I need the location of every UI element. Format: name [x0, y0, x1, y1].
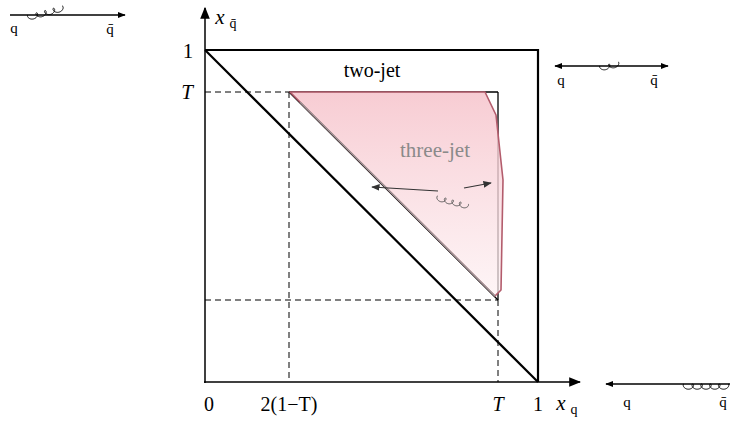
particle-label: q̄	[719, 395, 727, 410]
particle-label: q	[557, 73, 565, 88]
axis-tick: T	[492, 394, 503, 414]
particle-label: q	[10, 21, 18, 36]
region-label: three-jet	[400, 140, 470, 161]
axis-tick: 0	[204, 394, 214, 414]
axis-subscript: q̄	[230, 17, 237, 31]
particle-label: q	[623, 395, 631, 410]
region-shape	[288, 88, 506, 302]
axis-tick: 1	[533, 394, 543, 414]
axis-tick: 2(1−T)	[261, 394, 318, 414]
particle-label: q̄	[650, 73, 658, 88]
three-jet-region: three-jet	[288, 88, 506, 302]
axis-subscript: q	[571, 403, 578, 417]
axis-tick: 1	[183, 41, 194, 62]
particle-label: q̄	[106, 22, 114, 37]
region-label: two-jet	[344, 60, 401, 80]
axis-tick: T	[181, 82, 193, 103]
axis-title: x	[215, 7, 224, 28]
axis-title: x	[556, 393, 565, 414]
